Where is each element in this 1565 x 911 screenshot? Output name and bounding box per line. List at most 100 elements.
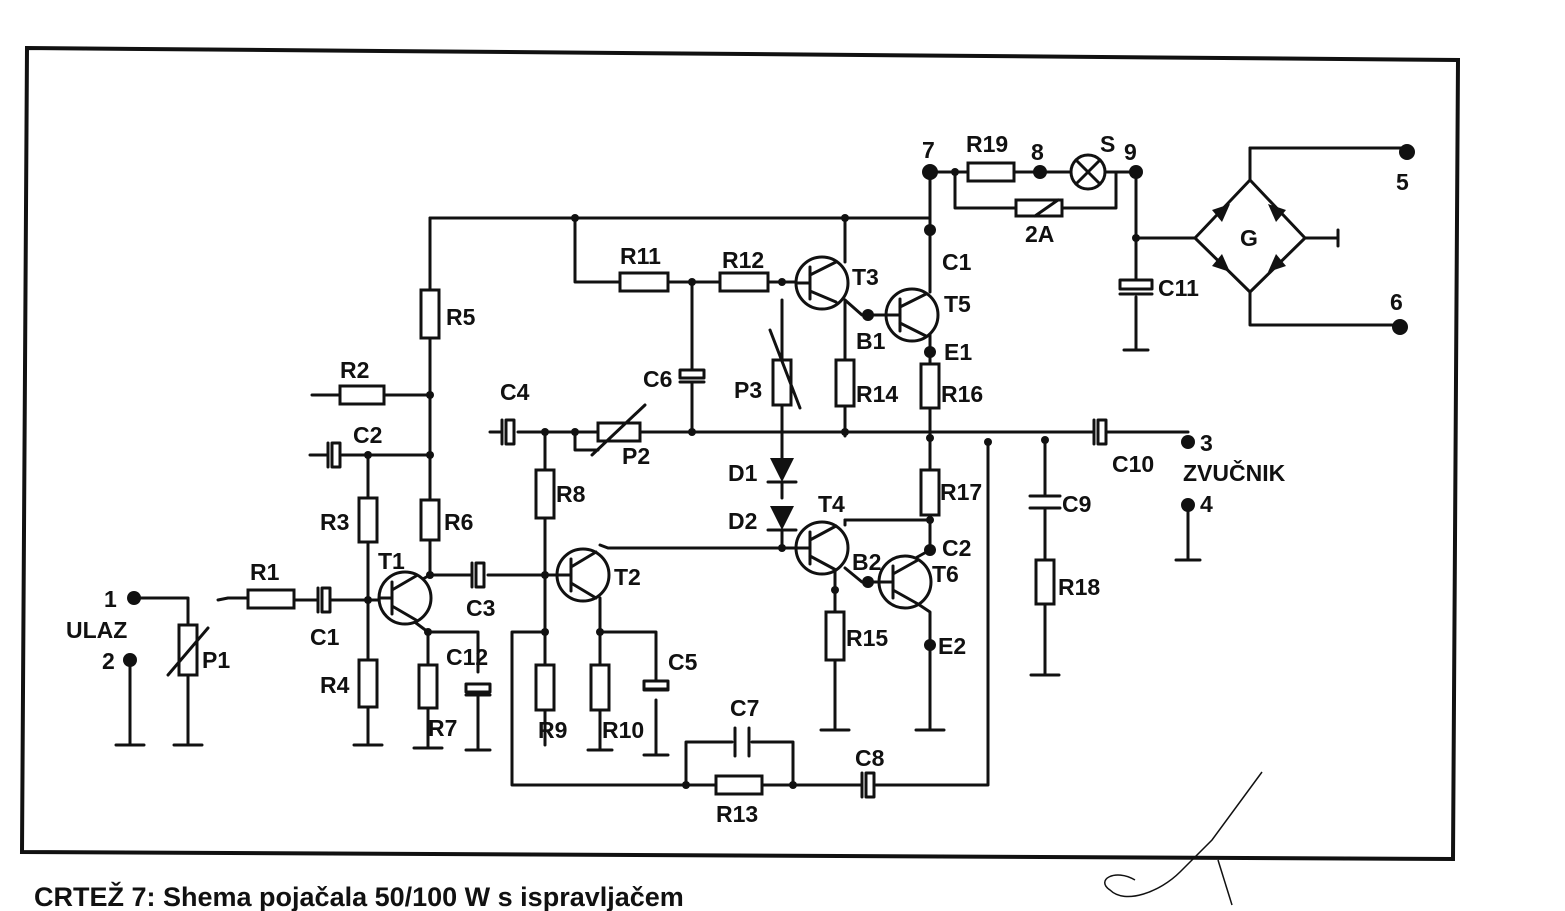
t6-symbol [877, 554, 933, 610]
labels: 1 ULAZ 2 3 ZVUČNIK 4 5 6 7 8 9 R1 R2 R3 … [66, 131, 1409, 827]
label-pin-b2: B2 [852, 549, 881, 575]
wiring [114, 146, 1410, 787]
label-c9: C9 [1062, 491, 1091, 517]
label-c4: C4 [500, 379, 530, 405]
label-pin-e1: E1 [944, 339, 972, 365]
label-p3: P3 [734, 377, 762, 403]
label-speaker: ZVUČNIK [1183, 459, 1286, 486]
label-t3: T3 [852, 264, 879, 290]
label-r9: R9 [538, 717, 567, 743]
label-c7: C7 [730, 695, 759, 721]
label-r12: R12 [722, 247, 764, 273]
label-r1: R1 [250, 559, 280, 585]
label-d2: D2 [728, 508, 757, 534]
pot-wipers [166, 198, 1060, 677]
label-terminal-7: 7 [922, 137, 935, 163]
r10-body [589, 663, 611, 712]
label-lamp: S [1100, 131, 1115, 157]
r6-body [419, 498, 441, 542]
figure-caption: CRTEŽ 7: Shema pojačala 50/100 W s ispra… [34, 881, 684, 911]
label-r2: R2 [340, 357, 369, 383]
label-c12: C12 [446, 644, 488, 670]
label-t6: T6 [932, 561, 959, 587]
t4-symbol [794, 520, 850, 576]
p3-body [771, 358, 793, 407]
label-r10: R10 [602, 717, 644, 743]
label-c5: C5 [668, 649, 698, 675]
pencil-mark [1104, 771, 1263, 906]
label-input: ULAZ [66, 617, 127, 643]
t5-symbol [884, 287, 940, 343]
label-c3: C3 [466, 595, 495, 621]
r13-body [714, 774, 764, 796]
t3-symbol [794, 255, 850, 311]
label-p2: P2 [622, 443, 650, 469]
lamp-symbol [1069, 153, 1107, 191]
label-r14: R14 [856, 381, 898, 407]
label-p1: P1 [202, 647, 230, 673]
label-r13: R13 [716, 801, 758, 827]
label-fuse: 2A [1025, 221, 1054, 247]
r8-body [534, 468, 556, 520]
label-t1: T1 [378, 548, 405, 574]
r7-body [417, 663, 439, 710]
label-c10: C10 [1112, 451, 1154, 477]
label-r4: R4 [320, 672, 350, 698]
r14-body [834, 358, 856, 408]
r9-body [534, 663, 556, 712]
label-r3: R3 [320, 509, 349, 535]
label-terminal-5: 5 [1396, 169, 1409, 195]
label-terminal-8: 8 [1031, 139, 1044, 165]
r19-body [966, 161, 1016, 183]
label-c2: C2 [353, 422, 382, 448]
label-pin-b1: B1 [856, 328, 886, 354]
resistors [177, 161, 1064, 796]
transistors [377, 255, 940, 626]
label-r6: R6 [444, 509, 473, 535]
bridge-diodes [1212, 204, 1286, 272]
r16-body [919, 362, 941, 410]
label-pin-c2: C2 [942, 535, 971, 561]
r2-body [338, 384, 386, 406]
r3-body [357, 496, 379, 544]
label-terminal-3: 3 [1200, 430, 1213, 456]
label-d1: D1 [728, 460, 758, 486]
label-r11: R11 [620, 243, 661, 269]
label-r5: R5 [446, 304, 476, 330]
label-r8: R8 [556, 481, 586, 507]
label-pin-e2: E2 [938, 633, 966, 659]
t2-symbol [555, 547, 611, 603]
label-terminal-2: 2 [102, 648, 115, 674]
label-pin-c1: C1 [942, 249, 972, 275]
label-terminal-9: 9 [1124, 139, 1137, 165]
r1-body [246, 588, 296, 610]
t1-symbol [377, 570, 433, 626]
r17-body [919, 468, 941, 517]
drawing-frame [19, 45, 1461, 862]
capacitors [316, 278, 1154, 799]
label-terminal-4: 4 [1200, 491, 1213, 517]
r4-body [357, 658, 379, 709]
label-r7: R7 [428, 715, 457, 741]
label-c8: C8 [855, 745, 885, 771]
r18-body [1034, 558, 1056, 606]
label-bridge: G [1240, 225, 1258, 251]
r12-body [718, 271, 770, 293]
diodes [766, 204, 1286, 532]
junctions [123, 144, 1415, 789]
label-c11: C11 [1158, 275, 1199, 301]
r5-body [419, 288, 441, 340]
label-r15: R15 [846, 625, 888, 651]
label-c1: C1 [310, 624, 340, 650]
label-t5: T5 [944, 291, 971, 317]
label-r19: R19 [966, 131, 1008, 157]
label-t2: T2 [614, 564, 641, 590]
label-r16: R16 [941, 381, 983, 407]
label-c6: C6 [643, 366, 672, 392]
label-terminal-6: 6 [1390, 289, 1403, 315]
label-terminal-1: 1 [104, 586, 117, 612]
label-r17: R17 [940, 479, 982, 505]
r15-body [824, 610, 846, 662]
label-t4: T4 [818, 491, 845, 517]
